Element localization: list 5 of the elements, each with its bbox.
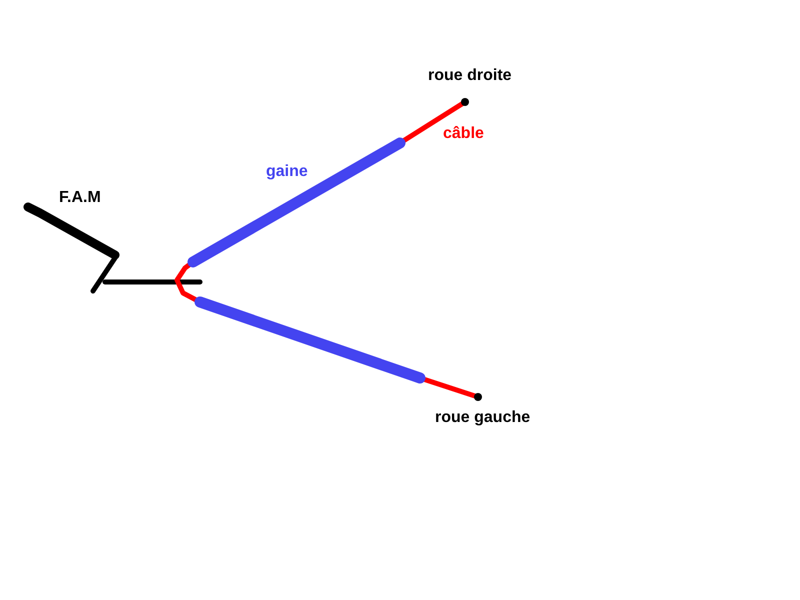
wheel-label: roue gauche <box>435 409 530 427</box>
lever-label: F.A.M <box>59 189 101 207</box>
cable-label: câble <box>443 125 484 143</box>
sheath-label: gaine <box>266 163 308 181</box>
wheel-label: roue droite <box>428 67 512 85</box>
